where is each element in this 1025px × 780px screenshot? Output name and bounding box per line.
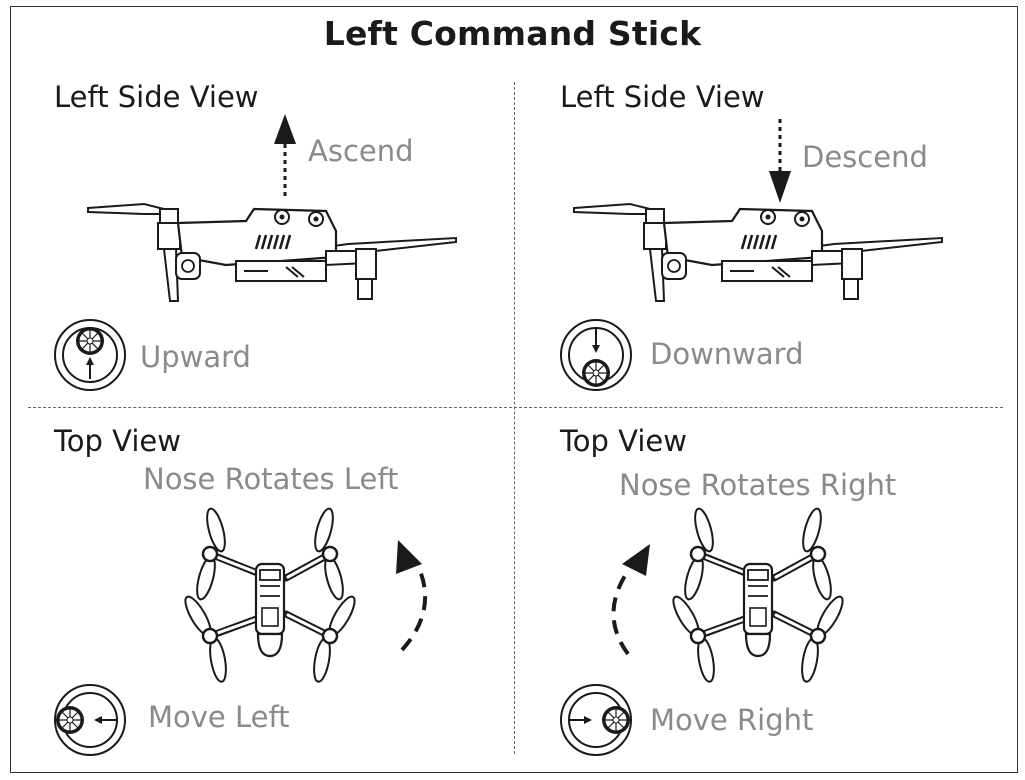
vertical-divider [514, 82, 515, 754]
rotate-left-motion-label: Nose Rotates Left [143, 462, 399, 496]
rotate-right-view-label: Top View [560, 424, 687, 458]
descend-motion-label: Descend [802, 140, 928, 174]
stick-right-label: Move Right [650, 703, 814, 737]
rotate-right-motion-label: Nose Rotates Right [619, 468, 897, 502]
rotate-left-view-label: Top View [54, 424, 181, 458]
drone-side-icon [572, 202, 944, 303]
horizontal-divider [28, 407, 1003, 408]
drone-top-icon [188, 516, 358, 686]
ascend-arrow-icon [274, 114, 296, 200]
stick-downward-icon [560, 319, 632, 391]
curved-arrow-right-icon [611, 544, 650, 656]
ascend-view-label: Left Side View [54, 80, 259, 114]
descend-arrow-icon [769, 119, 791, 203]
stick-downward-label: Downward [650, 337, 804, 371]
ascend-motion-label: Ascend [308, 134, 414, 168]
stick-upward-label: Upward [140, 340, 251, 374]
stick-left-icon [54, 684, 126, 756]
stick-upward-icon [54, 319, 126, 391]
drone-top-icon [676, 516, 846, 686]
diagram-frame [10, 6, 1018, 773]
curved-arrow-left-icon [396, 540, 428, 652]
stick-right-icon [560, 684, 632, 756]
drone-side-icon [86, 202, 458, 303]
page-title: Left Command Stick [323, 14, 702, 53]
stick-left-label: Move Left [148, 700, 290, 734]
descend-view-label: Left Side View [560, 80, 765, 114]
